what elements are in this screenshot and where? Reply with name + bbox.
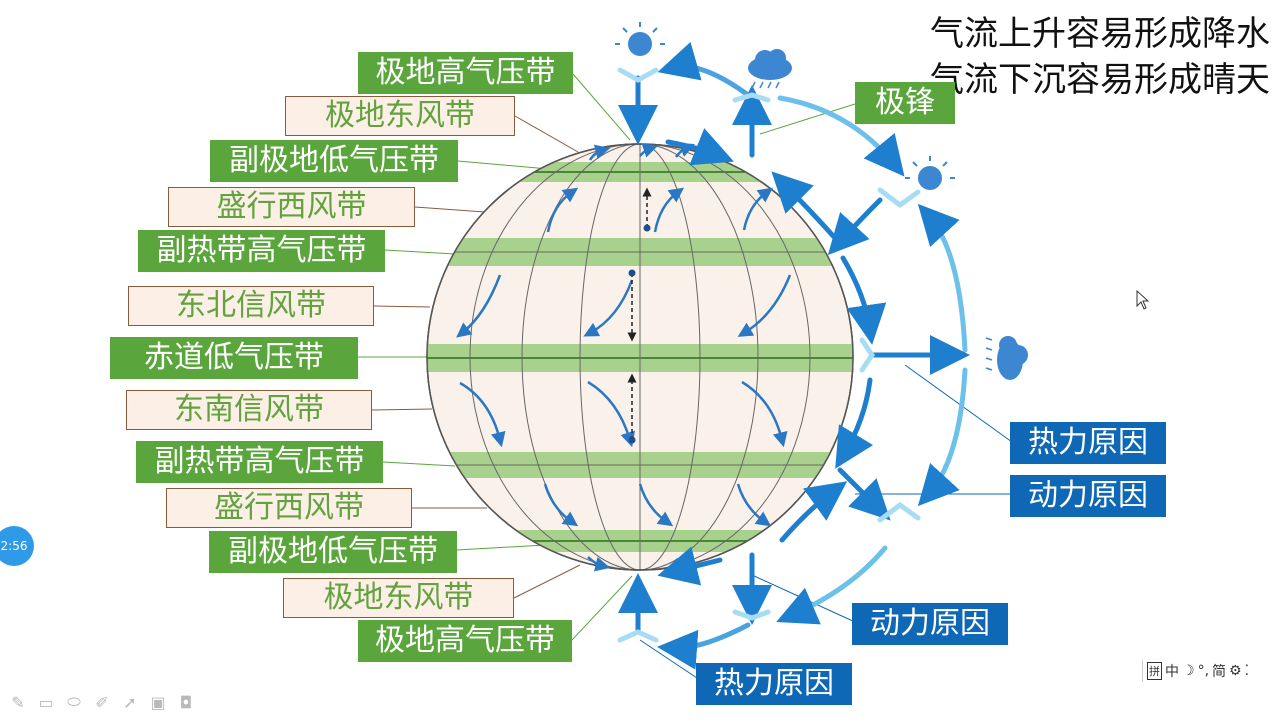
label-se-trades: 东南信风带	[126, 390, 372, 430]
label-dynamic-cause-1: 动力原因	[1010, 475, 1166, 517]
label-polar-high-north: 极地高气压带	[358, 52, 573, 94]
timer-badge[interactable]: 2:56	[0, 526, 34, 566]
deflection-arrows	[627, 187, 652, 440]
pen-icon[interactable]: ✎	[11, 692, 25, 712]
record-icon[interactable]: ◘	[179, 692, 193, 712]
ime-mode-toggle[interactable]: 简	[1212, 664, 1227, 680]
cell-forks	[617, 67, 921, 643]
rain-cloud-icon-right	[985, 336, 1028, 380]
label-dynamic-cause-2: 动力原因	[852, 603, 1008, 645]
label-westerlies-south: 盛行西风带	[166, 488, 412, 528]
camera-icon[interactable]: ▣	[150, 692, 166, 712]
label-subtropical-high-north: 副热带高气压带	[138, 230, 385, 272]
title-line-2: 气流下沉容易形成晴天	[930, 60, 1270, 100]
label-westerlies-north: 盛行西风带	[168, 187, 415, 227]
pencil-icon[interactable]: ✐	[95, 692, 109, 712]
more-icon[interactable]: ⁚	[1244, 663, 1250, 679]
label-subtropical-high-south: 副热带高气压带	[136, 441, 383, 483]
surface-winds	[456, 143, 792, 574]
label-subpolar-low-north: 副极地低气压带	[210, 140, 458, 182]
circulation-cells	[618, 41, 970, 670]
globe-bands	[427, 144, 853, 570]
moon-icon[interactable]: ☽	[1182, 663, 1195, 679]
ime-lang-toggle[interactable]: 中	[1165, 664, 1179, 680]
label-ne-trades: 东北信风带	[128, 286, 374, 326]
label-polar-easterlies-north: 极地东风带	[285, 96, 515, 136]
ime-punct-toggle[interactable]: °,	[1197, 663, 1210, 679]
annotation-toolbar: ✎ ▭ ⬭ ✐ ➚ ▣ ◘	[8, 692, 196, 712]
ime-toolbar: 拼 中 ☽ °, 简 ⚙ ⁚	[1142, 660, 1250, 682]
gear-icon[interactable]: ⚙	[1229, 663, 1242, 679]
screen-icon[interactable]: ▭	[38, 692, 54, 712]
label-polar-front: 极锋	[855, 82, 955, 124]
label-subpolar-low-south: 副极地低气压带	[209, 531, 457, 573]
pointer-icon[interactable]: ➚	[123, 692, 137, 712]
label-equatorial-low: 赤道低气压带	[110, 337, 358, 379]
sun-icon-right	[905, 156, 955, 190]
sun-icon-top	[615, 22, 665, 56]
eraser-icon[interactable]: ⬭	[67, 692, 81, 711]
label-polar-high-south: 极地高气压带	[358, 620, 572, 662]
label-thermal-cause-1: 热力原因	[1010, 422, 1166, 464]
rain-cloud-icon-top	[748, 49, 792, 89]
mouse-cursor-icon	[1136, 290, 1150, 310]
ime-pinyin-icon[interactable]: 拼	[1147, 662, 1162, 680]
label-polar-easterlies-south: 极地东风带	[283, 578, 514, 618]
title-line-1: 气流上升容易形成降水	[930, 14, 1270, 54]
label-thermal-cause-2: 热力原因	[696, 663, 852, 705]
